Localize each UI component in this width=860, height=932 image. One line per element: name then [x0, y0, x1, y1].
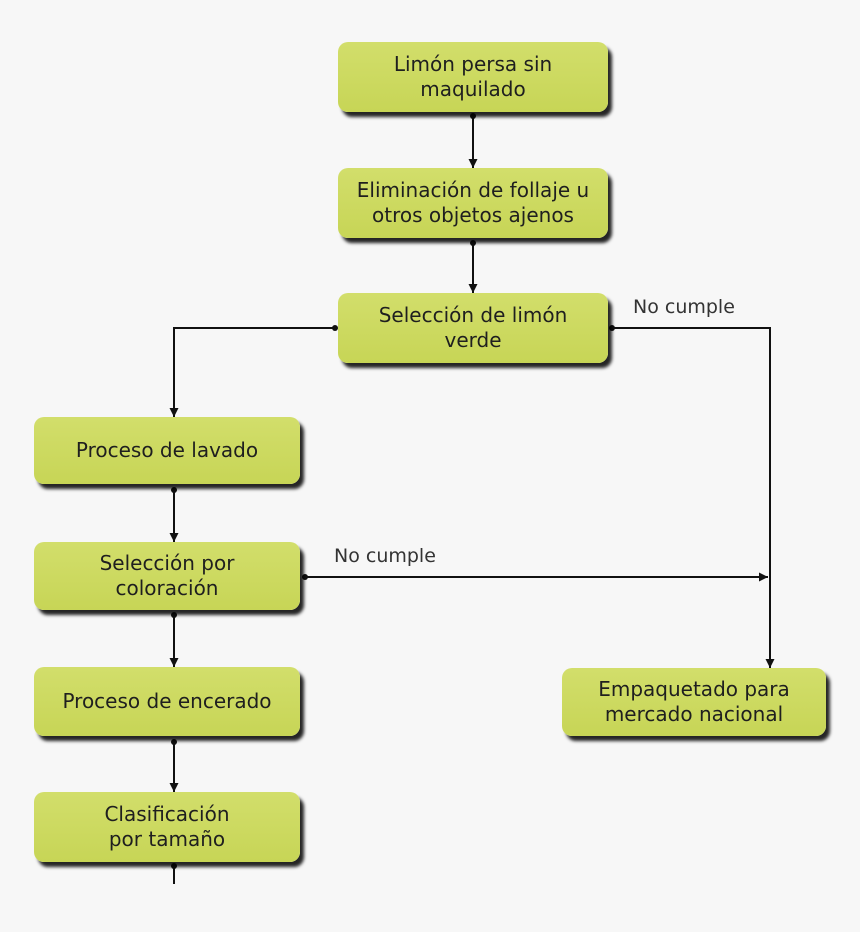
junction-dot [171, 487, 177, 493]
edge-label-no-cumple-color: No cumple [334, 545, 436, 567]
connector-green-selection-to-washing [169, 327, 335, 417]
connector-green-fail-to-packaging [612, 327, 775, 668]
junction-dot [470, 240, 476, 246]
node-empaquetado-para-mercado-nacional: Empaquetado para mercado nacional [562, 668, 826, 736]
junction-dot [470, 113, 476, 119]
junction-dot [171, 863, 177, 869]
junction-dot [609, 325, 615, 331]
node-proceso-de-lavado: Proceso de lavado [34, 417, 300, 484]
node-eliminacion-de-follaje: Eliminación de follaje u otros objetos a… [338, 168, 608, 238]
node-proceso-de-encerado: Proceso de encerado [34, 667, 300, 736]
node-seleccion-por-coloracion: Selección por coloración [34, 542, 300, 610]
node-limon-persa-sin-maquilado: Limón persa sin maquilado [338, 42, 608, 112]
junction-dot [171, 739, 177, 745]
junction-dot [302, 574, 308, 580]
junction-dot [332, 325, 338, 331]
edge-label-no-cumple-green: No cumple [633, 296, 735, 318]
junction-dot [171, 612, 177, 618]
node-clasificacion-por-tamano: Clasificación por tamaño [34, 792, 300, 862]
node-seleccion-de-limon-verde: Selección de limón verde [338, 293, 608, 363]
